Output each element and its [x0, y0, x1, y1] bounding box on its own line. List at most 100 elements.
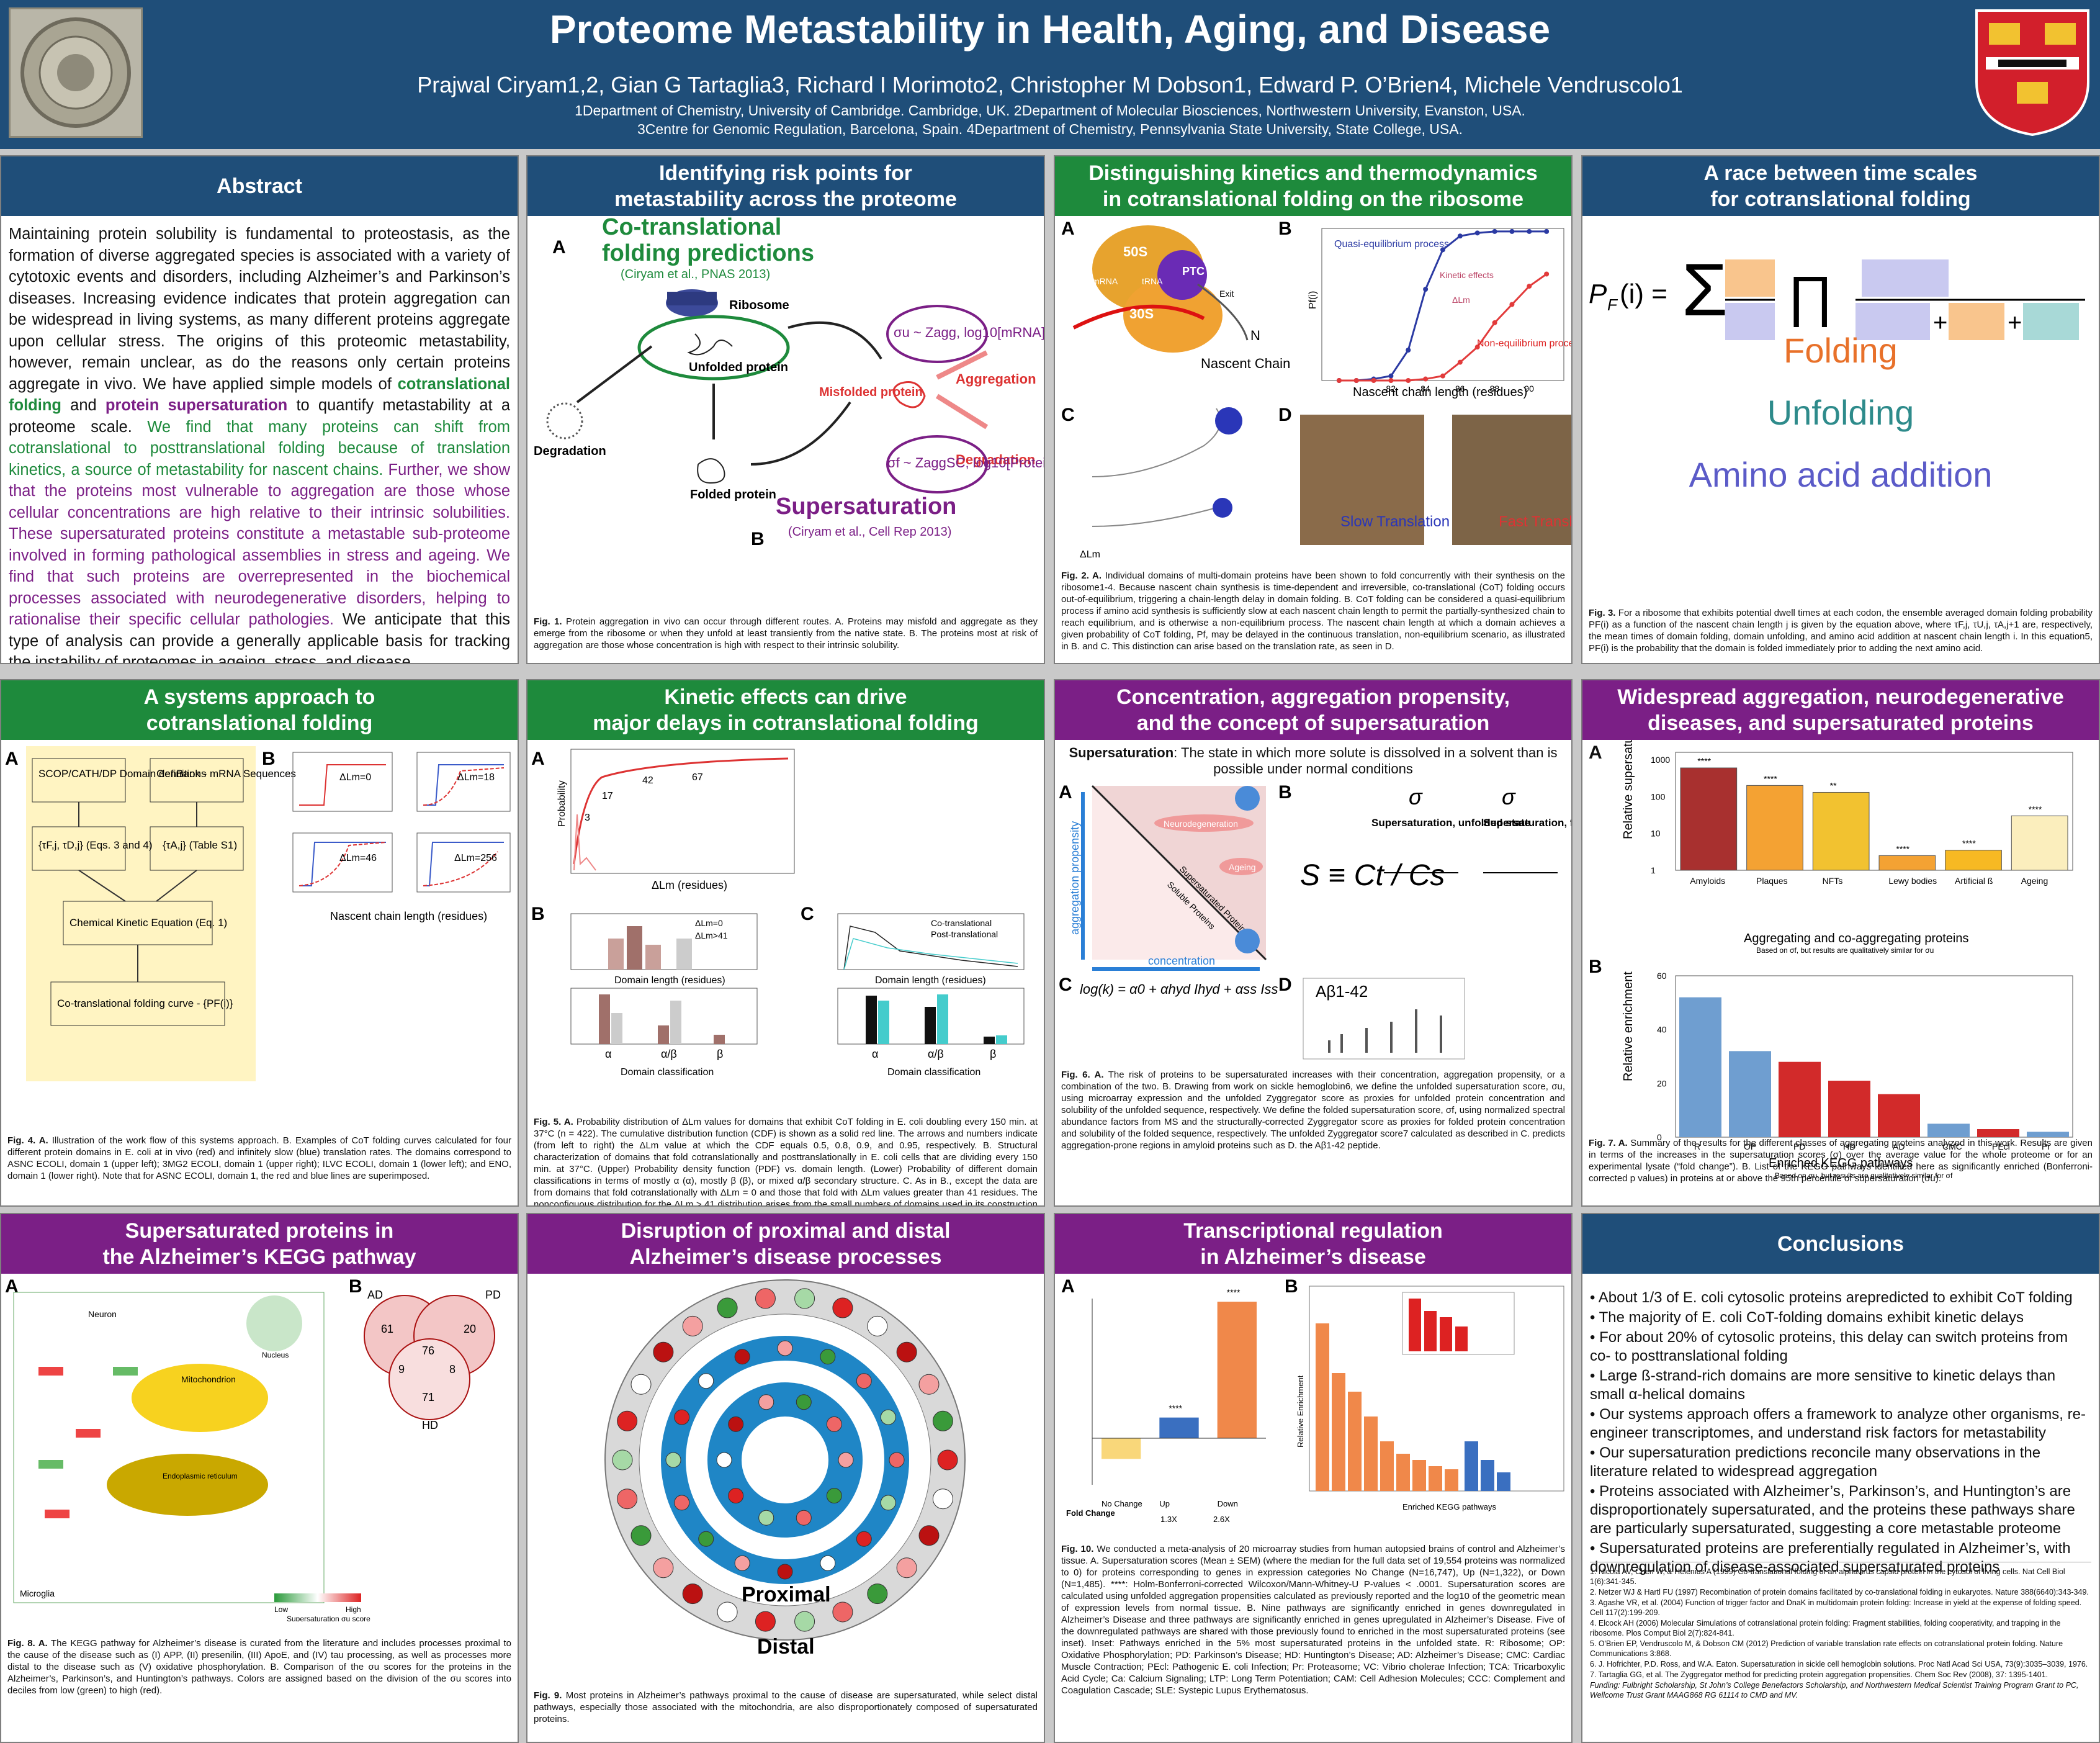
- protein-dot: [717, 1601, 738, 1623]
- kinetics-thermodynamics-panel: Distinguishing kinetics and thermodynami…: [1054, 155, 1573, 664]
- category-label: AD: [1893, 1142, 1905, 1151]
- svg-text:aggregation propensity: aggregation propensity: [1069, 821, 1081, 935]
- svg-text:α: α: [872, 1048, 878, 1060]
- bar: [1159, 1417, 1199, 1438]
- data-point: [1527, 284, 1532, 289]
- category-label: Lewy bodies: [1888, 876, 1937, 886]
- protein-dot: [889, 1452, 905, 1468]
- svg-text:Degradation: Degradation: [534, 444, 606, 458]
- protein-dot: [856, 1531, 872, 1547]
- category-label: Pr: [2042, 1142, 2050, 1151]
- protein-dot: [896, 1557, 917, 1579]
- protein-dot: [674, 1409, 690, 1425]
- protein-dot: [794, 1288, 815, 1309]
- svg-text:71: 71: [422, 1391, 434, 1403]
- abstract-heading: Abstract: [1, 156, 518, 216]
- svg-text:+: +: [2008, 309, 2022, 336]
- protein-dot: [728, 1416, 744, 1432]
- significance-label: ****: [1169, 1403, 1182, 1413]
- svg-text:Slow Translation: Slow Translation: [1340, 513, 1450, 530]
- svg-text:σ: σ: [1502, 784, 1516, 809]
- svg-text:Domain length (residues): Domain length (residues): [614, 975, 725, 986]
- svg-text:50S: 50S: [1123, 244, 1147, 259]
- svg-text:Relative Enrichment: Relative Enrichment: [1296, 1375, 1305, 1448]
- fig5-caption: Fig. 5. A. Probability distribution of Δ…: [534, 1117, 1038, 1207]
- series-line: [1339, 273, 1548, 382]
- significance-label: ****: [1697, 756, 1711, 766]
- svg-text:61: 61: [381, 1323, 393, 1335]
- svg-text:Supersaturation, unfolded stat: Supersaturation, unfolded state: [1371, 817, 1530, 829]
- data-point: [1371, 378, 1376, 383]
- svg-text:Aggregation: Aggregation: [956, 371, 1036, 387]
- svg-text:B: B: [1278, 782, 1292, 803]
- fig4-caption: Fig. 4. A. Illustration of the work flow…: [7, 1135, 511, 1181]
- svg-text:17: 17: [602, 791, 613, 801]
- protein-dot: [698, 1373, 714, 1389]
- svg-text:tRNA: tRNA: [1142, 276, 1163, 286]
- svg-text:(Ciryam et al., Cell Rep 2013): (Ciryam et al., Cell Rep 2013): [788, 525, 951, 539]
- protein-dot: [826, 1488, 842, 1504]
- svg-text:A: A: [552, 237, 566, 258]
- protein-dot: [918, 1525, 940, 1546]
- protein-dot: [734, 1349, 750, 1365]
- data-point: [1406, 378, 1411, 383]
- svg-text:Nascent chain length (residues: Nascent chain length (residues): [330, 910, 487, 922]
- protein-dot: [617, 1489, 638, 1510]
- svg-text:Quasi-equilibrium process: Quasi-equilibrium process: [1334, 239, 1449, 250]
- bar: [1779, 1061, 1821, 1137]
- ribosome-kinetics-figure: A 50S 30S PTC tRNA mRNA Exit N Nascent C…: [1061, 218, 1571, 560]
- protein-dot: [867, 1583, 888, 1605]
- significance-label: ****: [1962, 839, 1976, 849]
- bar: [1680, 767, 1738, 871]
- svg-text:σ: σ: [1409, 784, 1423, 809]
- svg-text:Nascent Chain: Nascent Chain: [1201, 356, 1290, 371]
- tick-label: 86: [1455, 384, 1465, 394]
- svg-text:9: 9: [398, 1363, 405, 1376]
- poster-title: Proteome Metastability in Health, Aging,…: [549, 7, 1551, 52]
- bar: [2011, 815, 2068, 871]
- svg-text:Fold Change: Fold Change: [1066, 1508, 1115, 1518]
- svg-text:Low: Low: [274, 1605, 288, 1614]
- svg-text:ΔLm=0: ΔLm=0: [695, 918, 723, 928]
- category-label: Down: [1218, 1499, 1238, 1508]
- data-point: [1509, 228, 1515, 234]
- protein-dot: [653, 1341, 674, 1362]
- svg-text:Misfolded protein: Misfolded protein: [819, 385, 923, 399]
- data-point: [1509, 302, 1515, 307]
- folding-probability-equation: P F (i) = Σ ∏ + +: [1589, 248, 2085, 340]
- category-label: NFTs: [1823, 876, 1843, 886]
- svg-text:P: P: [1589, 279, 1607, 309]
- conclusion-item: • About 1/3 of E. coli cytosolic protein…: [1590, 1289, 2073, 1306]
- category-label: Artificial ß: [1955, 876, 1993, 886]
- bar: [1878, 855, 1936, 871]
- svg-text:A: A: [5, 1276, 19, 1297]
- conclusion-item: • Our supersaturation predictions reconc…: [1590, 1444, 2041, 1480]
- category-label: CMC: [1942, 1142, 1962, 1151]
- aggregation-routes-diagram: A Co-translational folding predictions (…: [534, 216, 1044, 549]
- svg-text:Folded protein: Folded protein: [690, 488, 776, 502]
- svg-text:α/β: α/β: [928, 1048, 944, 1060]
- svg-text:B: B: [349, 1276, 362, 1297]
- svg-text:Proximal: Proximal: [742, 1583, 831, 1606]
- svg-text:Enriched KEGG pathways: Enriched KEGG pathways: [1402, 1502, 1497, 1511]
- significance-label: ****: [2029, 804, 2042, 814]
- aa-addition-term-label: Amino acid addition: [1689, 455, 1993, 494]
- svg-text:(Ciryam et al., PNAS 2013): (Ciryam et al., PNAS 2013): [621, 268, 770, 281]
- svg-text:Mitochondrion: Mitochondrion: [181, 1374, 236, 1384]
- data-point: [1440, 247, 1445, 253]
- bar: [1679, 997, 1721, 1137]
- svg-text:C: C: [1061, 405, 1075, 425]
- svg-text:B: B: [751, 529, 765, 549]
- protein-dot: [755, 1288, 776, 1309]
- protein-dot: [820, 1349, 836, 1365]
- tick-label: 84: [1420, 384, 1430, 394]
- protein-dot: [717, 1297, 738, 1318]
- category-label: Ageing: [2021, 876, 2048, 886]
- svg-text:Distal: Distal: [757, 1635, 815, 1659]
- series-line: [1339, 230, 1547, 382]
- svg-text:Co-translational folding curve: Co-translational folding curve - {PF(i)}: [57, 998, 233, 1009]
